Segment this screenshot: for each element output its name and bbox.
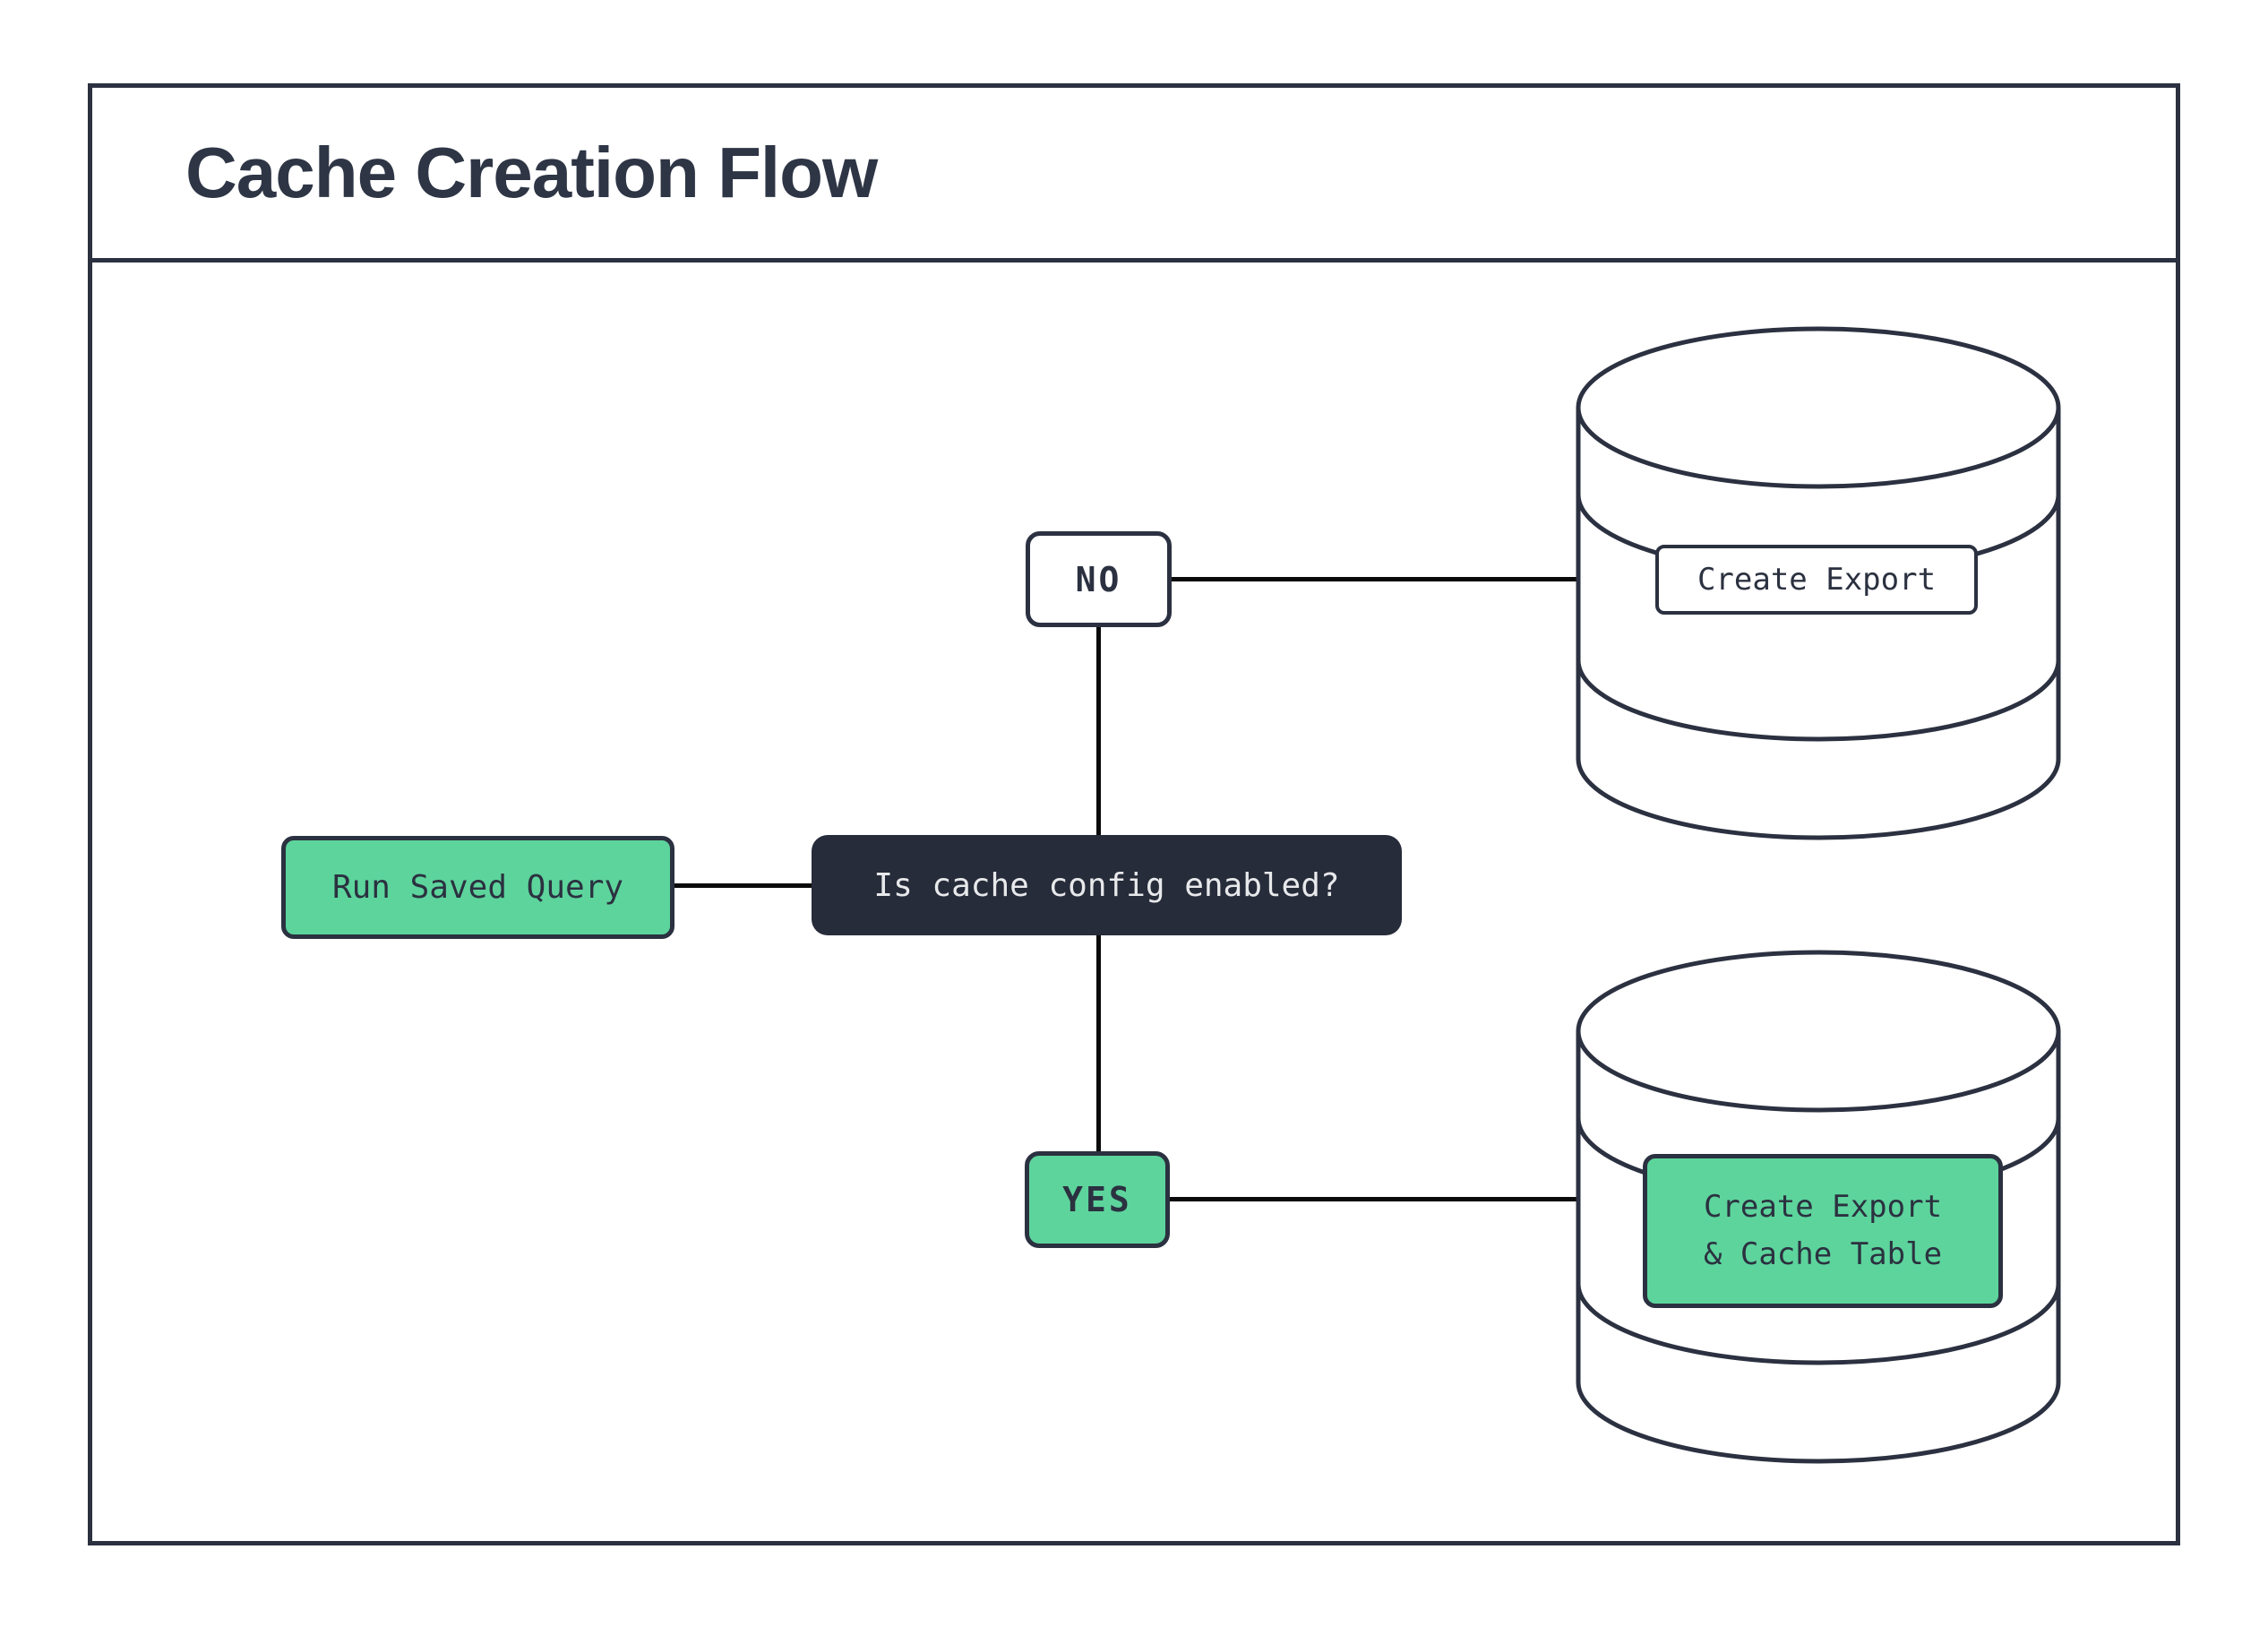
database-icon — [1574, 324, 2063, 842]
connector-decision-no — [1096, 627, 1101, 835]
diagram-header: Cache Creation Flow — [88, 83, 2180, 263]
start-node: Run Saved Query — [281, 836, 674, 939]
connector-decision-yes — [1096, 935, 1101, 1151]
connector-start-decision — [674, 883, 812, 888]
create-export-label: Create Export — [1655, 545, 1978, 615]
connector-yes-database — [1170, 1197, 1578, 1201]
database-icon — [1574, 948, 2063, 1466]
yes-branch-node: YES — [1025, 1151, 1170, 1248]
connector-no-database — [1172, 577, 1578, 581]
page-title: Cache Creation Flow — [185, 133, 878, 212]
no-branch-node: NO — [1026, 531, 1172, 627]
create-export-cache-table-label: Create Export & Cache Table — [1643, 1154, 2003, 1308]
decision-node: Is cache config enabled? — [812, 835, 1402, 935]
